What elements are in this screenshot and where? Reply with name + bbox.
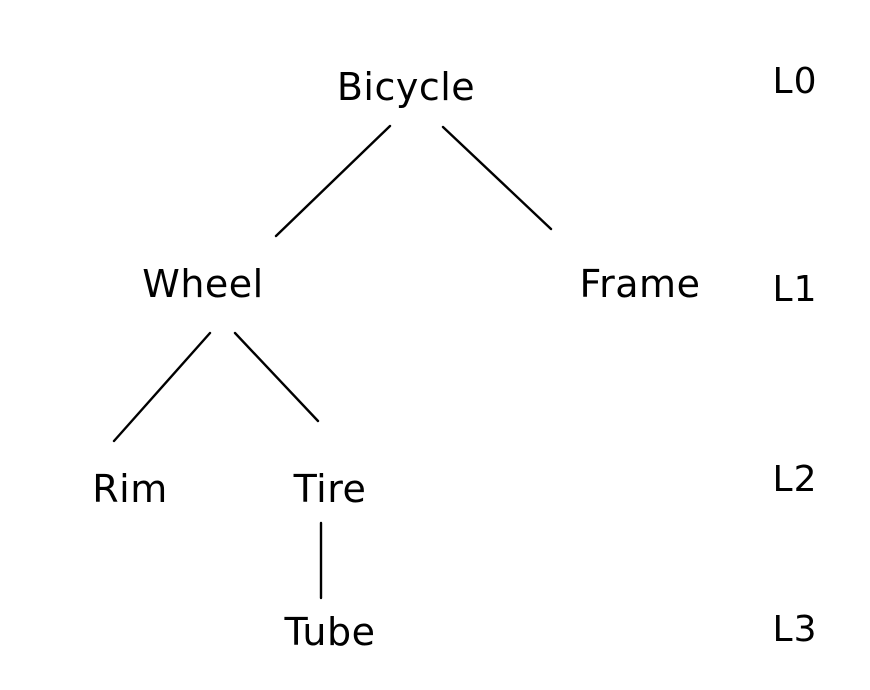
edge-wheel-to-rim bbox=[112, 331, 212, 443]
edge-wheel-to-tire bbox=[233, 331, 320, 423]
node-label-rim[interactable]: Rim bbox=[92, 467, 168, 512]
level-label-l3: L3 bbox=[772, 608, 818, 650]
level-label-l1: L1 bbox=[772, 268, 818, 310]
node-label-bicycle[interactable]: Bicycle bbox=[336, 65, 476, 110]
level-label-l0: L0 bbox=[772, 60, 818, 102]
edge-bicycle-to-wheel bbox=[274, 124, 392, 238]
node-label-tire[interactable]: Tire bbox=[293, 467, 367, 512]
node-label-wheel[interactable]: Wheel bbox=[142, 262, 264, 307]
edge-bicycle-to-frame bbox=[441, 125, 553, 231]
node-label-frame[interactable]: Frame bbox=[579, 262, 701, 307]
level-label-l2: L2 bbox=[772, 458, 818, 500]
node-label-tube[interactable]: Tube bbox=[284, 610, 376, 655]
